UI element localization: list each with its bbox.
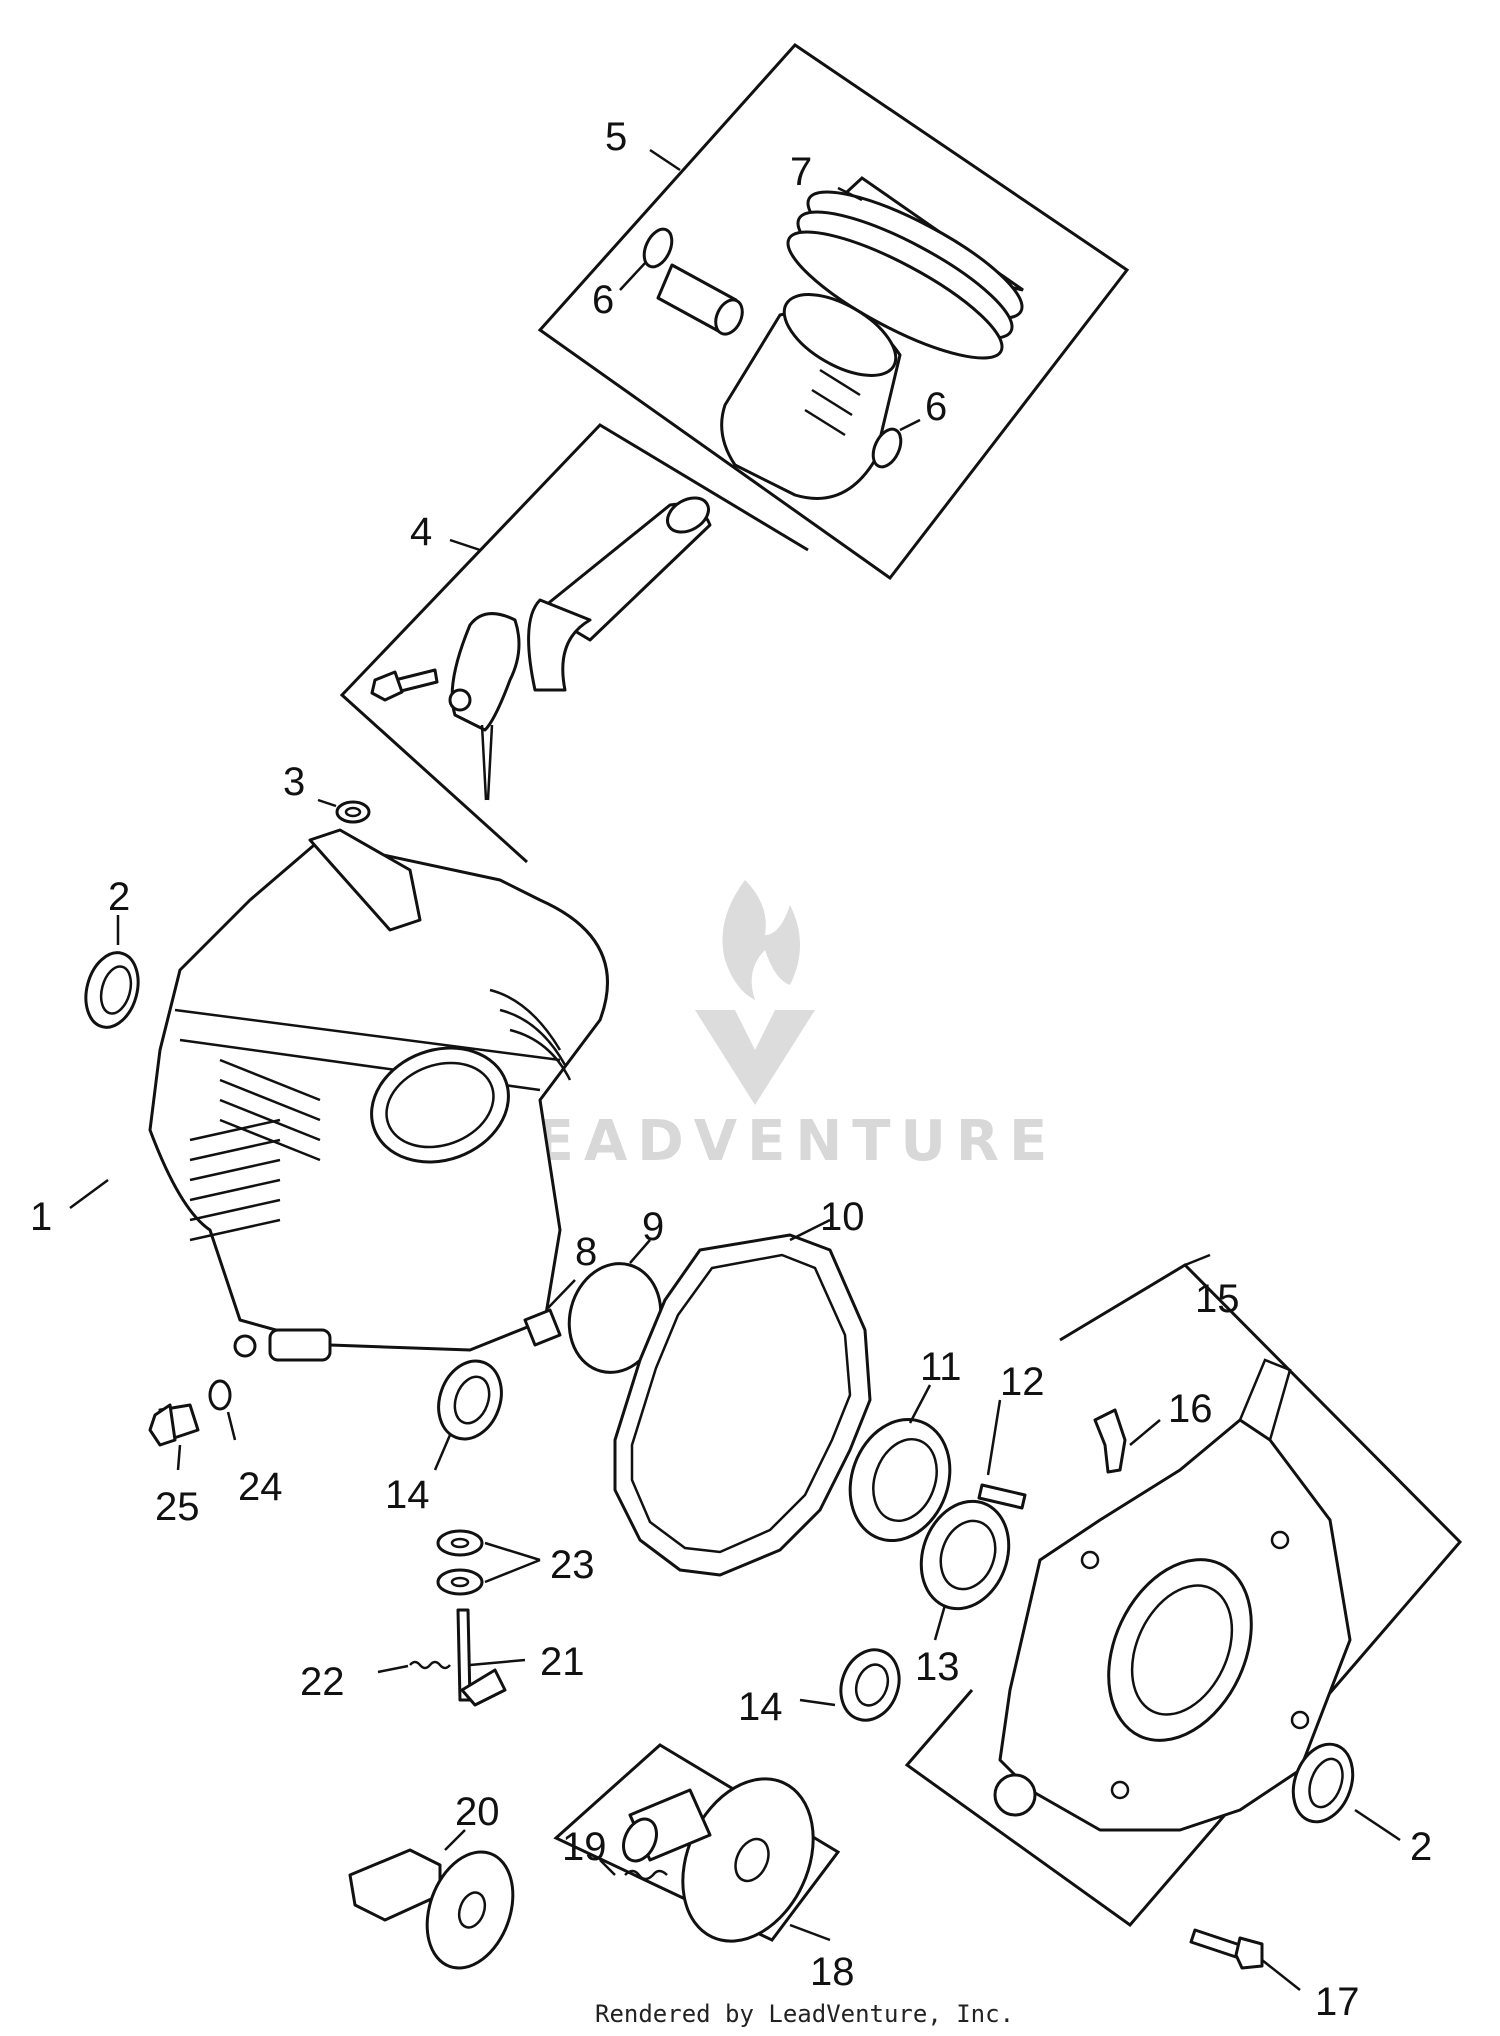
label-10: 10 [820,1195,865,1239]
label-14-right: 14 [738,1685,783,1729]
drain-washer [208,1379,237,1441]
piston-assembly-group [537,43,1130,581]
oil-seal-left [84,915,140,1029]
governor-pin [409,1660,451,1670]
label-21: 21 [540,1640,585,1684]
piston [720,293,902,500]
label-11: 11 [920,1345,962,1389]
label-17: 17 [1315,1980,1360,2024]
label-3: 3 [283,760,305,804]
watermark: LEADVENTURE [490,880,1057,1174]
governor-shaft [456,1608,526,1707]
crankcase-cover-group [904,1253,1463,1928]
label-4: 4 [410,510,432,554]
camshaft-gear [622,1777,815,1943]
flame-v-logo-icon [695,880,815,1105]
label-15: 15 [1195,1277,1240,1321]
oil-seal-right [1291,1742,1401,1842]
label-16: 16 [1168,1387,1213,1431]
label-12: 12 [1000,1360,1045,1404]
rod-cap [448,612,521,732]
crankcase [69,828,609,1362]
woodruff-key [977,1399,1027,1510]
label-19: 19 [562,1825,607,1869]
snap-ring-right [871,427,903,469]
washers [436,1529,541,1596]
label-7: 7 [790,150,812,194]
rod-bolt [370,668,439,702]
dowel-pin [523,1279,576,1347]
ball-bearing-small-left [433,1359,503,1471]
label-18: 18 [810,1950,855,1994]
conrod-group-frame [339,423,809,864]
label-24: 24 [238,1465,283,1509]
label-14-left: 14 [385,1473,430,1517]
flange-bolt [1189,1928,1301,1991]
label-6-right: 6 [925,385,947,429]
breather-elbow [1093,1408,1161,1474]
label-13: 13 [915,1645,960,1689]
credit-text: Rendered by LeadVenture, Inc. [595,2000,1014,2028]
oil-seal-center [919,1499,1011,1641]
snap-ring-left [642,227,674,269]
piston-group-frame [537,43,1130,581]
crankcase-gasket [613,1218,872,1577]
label-5: 5 [605,115,627,159]
label-20: 20 [455,1790,500,1834]
label-25: 25 [155,1485,200,1529]
label-1: 1 [30,1195,52,1239]
piston-pin [656,263,744,336]
ball-bearing-large [848,1384,952,1543]
connecting-rod [527,496,712,692]
label-2-left: 2 [108,875,130,919]
label-23: 23 [550,1543,595,1587]
governor-gear-assembly [348,1829,515,1970]
connecting-rod-group [339,423,809,864]
label-6-left: 6 [592,278,614,322]
label-9: 9 [642,1205,664,1249]
label-2-right: 2 [1410,1825,1432,1869]
oil-dipper [480,724,494,801]
ball-bearing-small-right [799,1648,901,1722]
watermark-text: LEADVENTURE [490,1109,1057,1174]
label-8: 8 [575,1230,597,1274]
nut [317,798,371,824]
label-22: 22 [300,1660,345,1704]
drain-plug [148,1403,200,1471]
piston-ring-set [786,190,1024,360]
compression-release-spring [624,1869,668,1881]
camshaft-group [553,1743,841,1943]
